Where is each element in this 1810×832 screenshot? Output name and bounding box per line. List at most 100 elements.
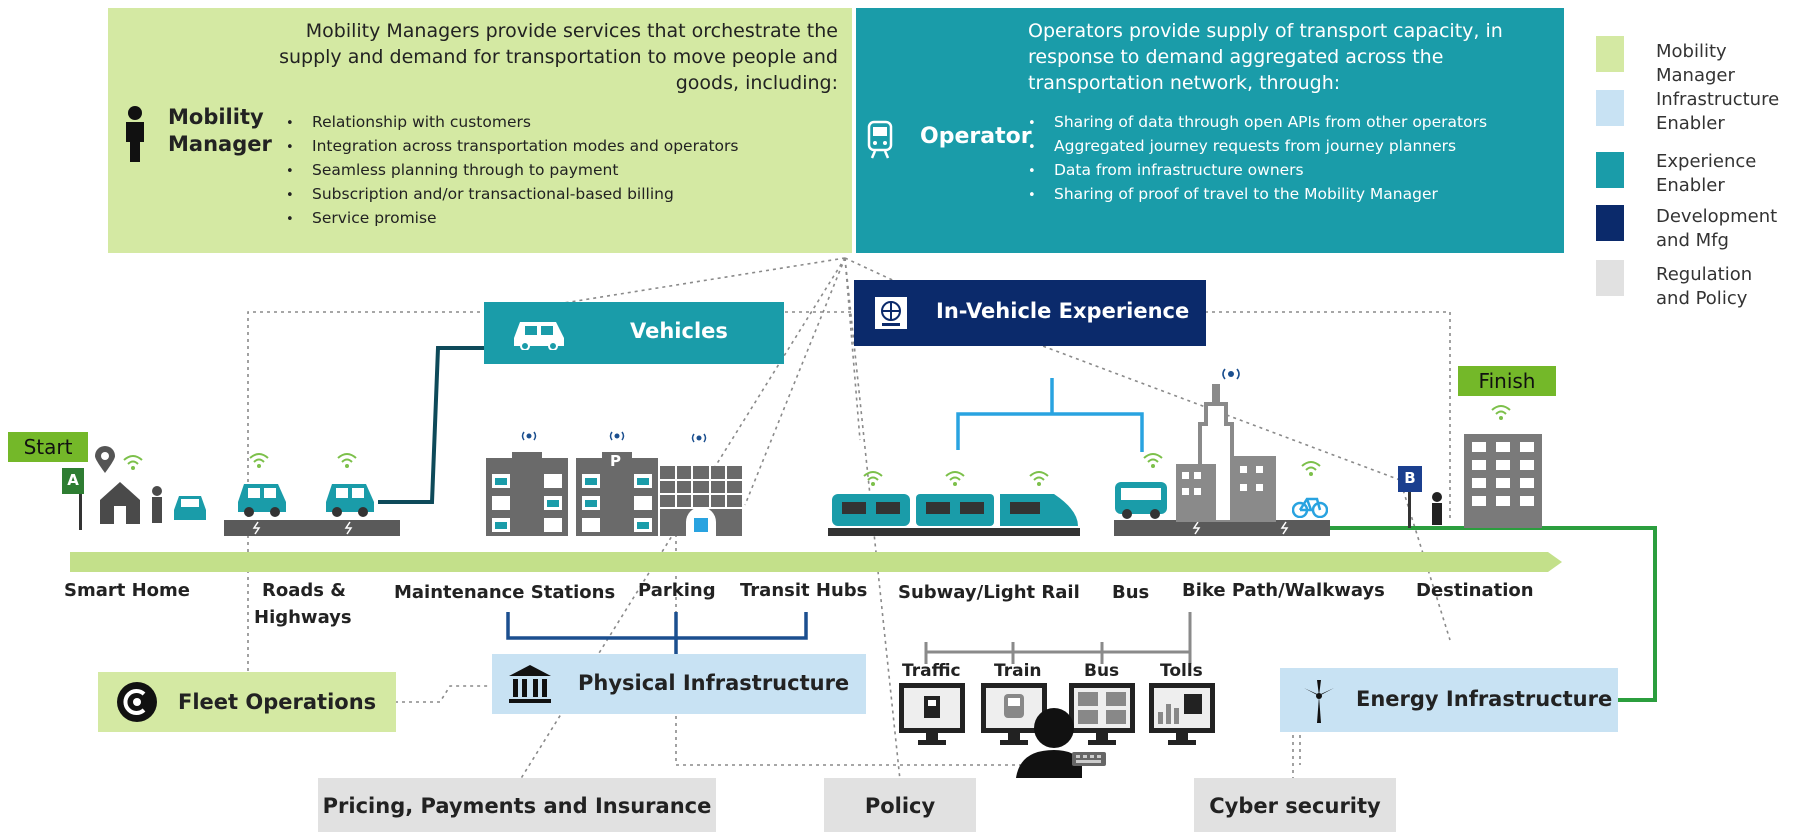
bullet: Integration across transportation modes …: [286, 135, 846, 159]
wifi-icon: [336, 452, 358, 472]
location-pin-icon: [94, 446, 116, 478]
legend-swatch-mobility-manager: [1596, 36, 1624, 72]
operator-panel: Operators provide supply of transport ca…: [856, 8, 1564, 253]
wifi-icon: [1142, 452, 1164, 472]
stage-roads-line1: Roads &: [262, 580, 346, 601]
maintenance-building-icon: [486, 452, 568, 540]
legend-label: Regulation and Policy: [1656, 264, 1753, 309]
operator-person-icon: [1016, 706, 1106, 782]
stage-transit-hubs: Transit Hubs: [740, 580, 868, 601]
person-small-icon: [150, 486, 164, 528]
car-small-icon: [172, 492, 208, 526]
b-pole: [1408, 492, 1411, 528]
bullet: Service promise: [286, 207, 846, 231]
bus-icon: [1114, 480, 1168, 524]
operator-intro: Operators provide supply of transport ca…: [1028, 20, 1503, 94]
person-icon: [124, 106, 146, 162]
office-building-icon: [1464, 434, 1542, 532]
wifi-icon: [1490, 404, 1512, 424]
monitor-label-train: Train: [994, 661, 1042, 681]
bullet: Sharing of proof of travel to the Mobili…: [1028, 183, 1568, 207]
mobility-manager-bullets: Relationship with customers Integration …: [286, 111, 846, 231]
transit-hub-icon: [660, 466, 742, 540]
broadcast-icon: [518, 428, 540, 447]
legend-label: Mobility Manager: [1656, 41, 1735, 86]
bank-building-icon: [508, 664, 552, 708]
mobility-manager-panel: Mobility Managers provide services that …: [108, 8, 852, 253]
legend-label: Experience Enabler: [1656, 151, 1757, 196]
monitor-label-traffic: Traffic: [902, 661, 961, 681]
parking-building-icon: P: [576, 452, 658, 540]
bullet: Aggregated journey requests from journey…: [1028, 135, 1568, 159]
physical-infrastructure-box: Physical Infrastructure: [492, 654, 866, 714]
wifi-icon: [248, 452, 270, 472]
vehicles-label: Vehicles: [630, 319, 728, 343]
car-icon: [508, 316, 570, 354]
monitor-label-tolls: Tolls: [1160, 661, 1203, 681]
operator-title: Operator: [920, 124, 1032, 149]
fleet-operations-box: Fleet Operations: [98, 672, 396, 732]
a-pole: [79, 494, 82, 530]
car-teal-icon: [322, 478, 378, 522]
wind-turbine-icon: [1296, 678, 1342, 728]
wifi-icon: [1300, 460, 1322, 480]
start-label: Start: [23, 435, 73, 459]
wifi-icon: [862, 470, 884, 490]
finish-marker: Finish: [1458, 366, 1556, 396]
bullet: Sharing of data through open APIs from o…: [1028, 111, 1568, 135]
city-buildings-icon: [1176, 384, 1280, 526]
pricing-payments-box: Pricing, Payments and Insurance: [318, 778, 716, 832]
light-rail-train-icon: [832, 492, 1080, 532]
mobility-manager-title: Mobility Manager: [168, 105, 272, 156]
a-label: A: [67, 471, 79, 489]
bus-monitor-icon: [1068, 682, 1136, 750]
broadcast-icon: [606, 428, 628, 447]
train-icon: [866, 120, 894, 160]
a-marker: A: [62, 468, 84, 494]
stage-smart-home: Smart Home: [64, 580, 191, 601]
energy-infrastructure-box: Energy Infrastructure: [1280, 668, 1618, 732]
stage-subway-light-rail: Subway/Light Rail: [898, 582, 1080, 603]
legend-label: Infrastructure Enabler: [1656, 89, 1780, 134]
broadcast-icon: [688, 430, 710, 449]
stage-bike-path: Bike Path/Walkways: [1182, 580, 1385, 601]
stage-bus: Bus: [1112, 582, 1150, 603]
operator-bullets: Sharing of data through open APIs from o…: [1028, 111, 1568, 207]
policy-box: Policy: [824, 778, 976, 832]
b-marker: B: [1398, 466, 1422, 492]
in-vehicle-experience-box: In-Vehicle Experience: [854, 280, 1206, 346]
physical-infrastructure-label: Physical Infrastructure: [578, 671, 850, 695]
stage-parking: Parking: [638, 580, 716, 601]
stage-maintenance-stations: Maintenance Stations: [394, 582, 616, 603]
legend-swatch-infrastructure-enabler: [1596, 90, 1624, 126]
legend-swatch-experience-enabler: [1596, 152, 1624, 188]
energy-infrastructure-label: Energy Infrastructure: [1356, 687, 1613, 711]
wifi-icon: [944, 470, 966, 490]
car-teal-icon: [234, 478, 290, 522]
cyber-security-box: Cyber security: [1194, 778, 1396, 832]
wifi-icon: [122, 454, 144, 474]
bullet: Relationship with customers: [286, 111, 846, 135]
finish-label: Finish: [1478, 369, 1536, 393]
tolls-monitor-icon: [1148, 682, 1216, 750]
stage-roads-line2: Highways: [254, 607, 352, 628]
legend-label: Development and Mfg: [1656, 206, 1778, 251]
person-small-icon: [1430, 492, 1444, 530]
fleet-operations-label: Fleet Operations: [178, 690, 377, 714]
train-monitor-icon: [980, 682, 1048, 750]
vehicles-box: Vehicles: [484, 302, 784, 364]
bicycle-icon: [1291, 494, 1329, 522]
start-marker: Start: [8, 432, 88, 462]
broadcast-icon: [1218, 366, 1244, 386]
monitor-label-bus: Bus: [1084, 661, 1120, 681]
house-icon: [98, 478, 142, 530]
traffic-monitor-icon: [898, 682, 966, 750]
legend-swatch-regulation-policy: [1596, 260, 1624, 296]
parking-p-label: P: [610, 452, 621, 470]
b-label: B: [1404, 469, 1416, 487]
pricing-payments-label: Pricing, Payments and Insurance: [322, 794, 712, 818]
in-vehicle-experience-label: In-Vehicle Experience: [936, 299, 1190, 323]
policy-label: Policy: [864, 794, 936, 818]
legend-swatch-development-mfg: [1596, 205, 1624, 241]
